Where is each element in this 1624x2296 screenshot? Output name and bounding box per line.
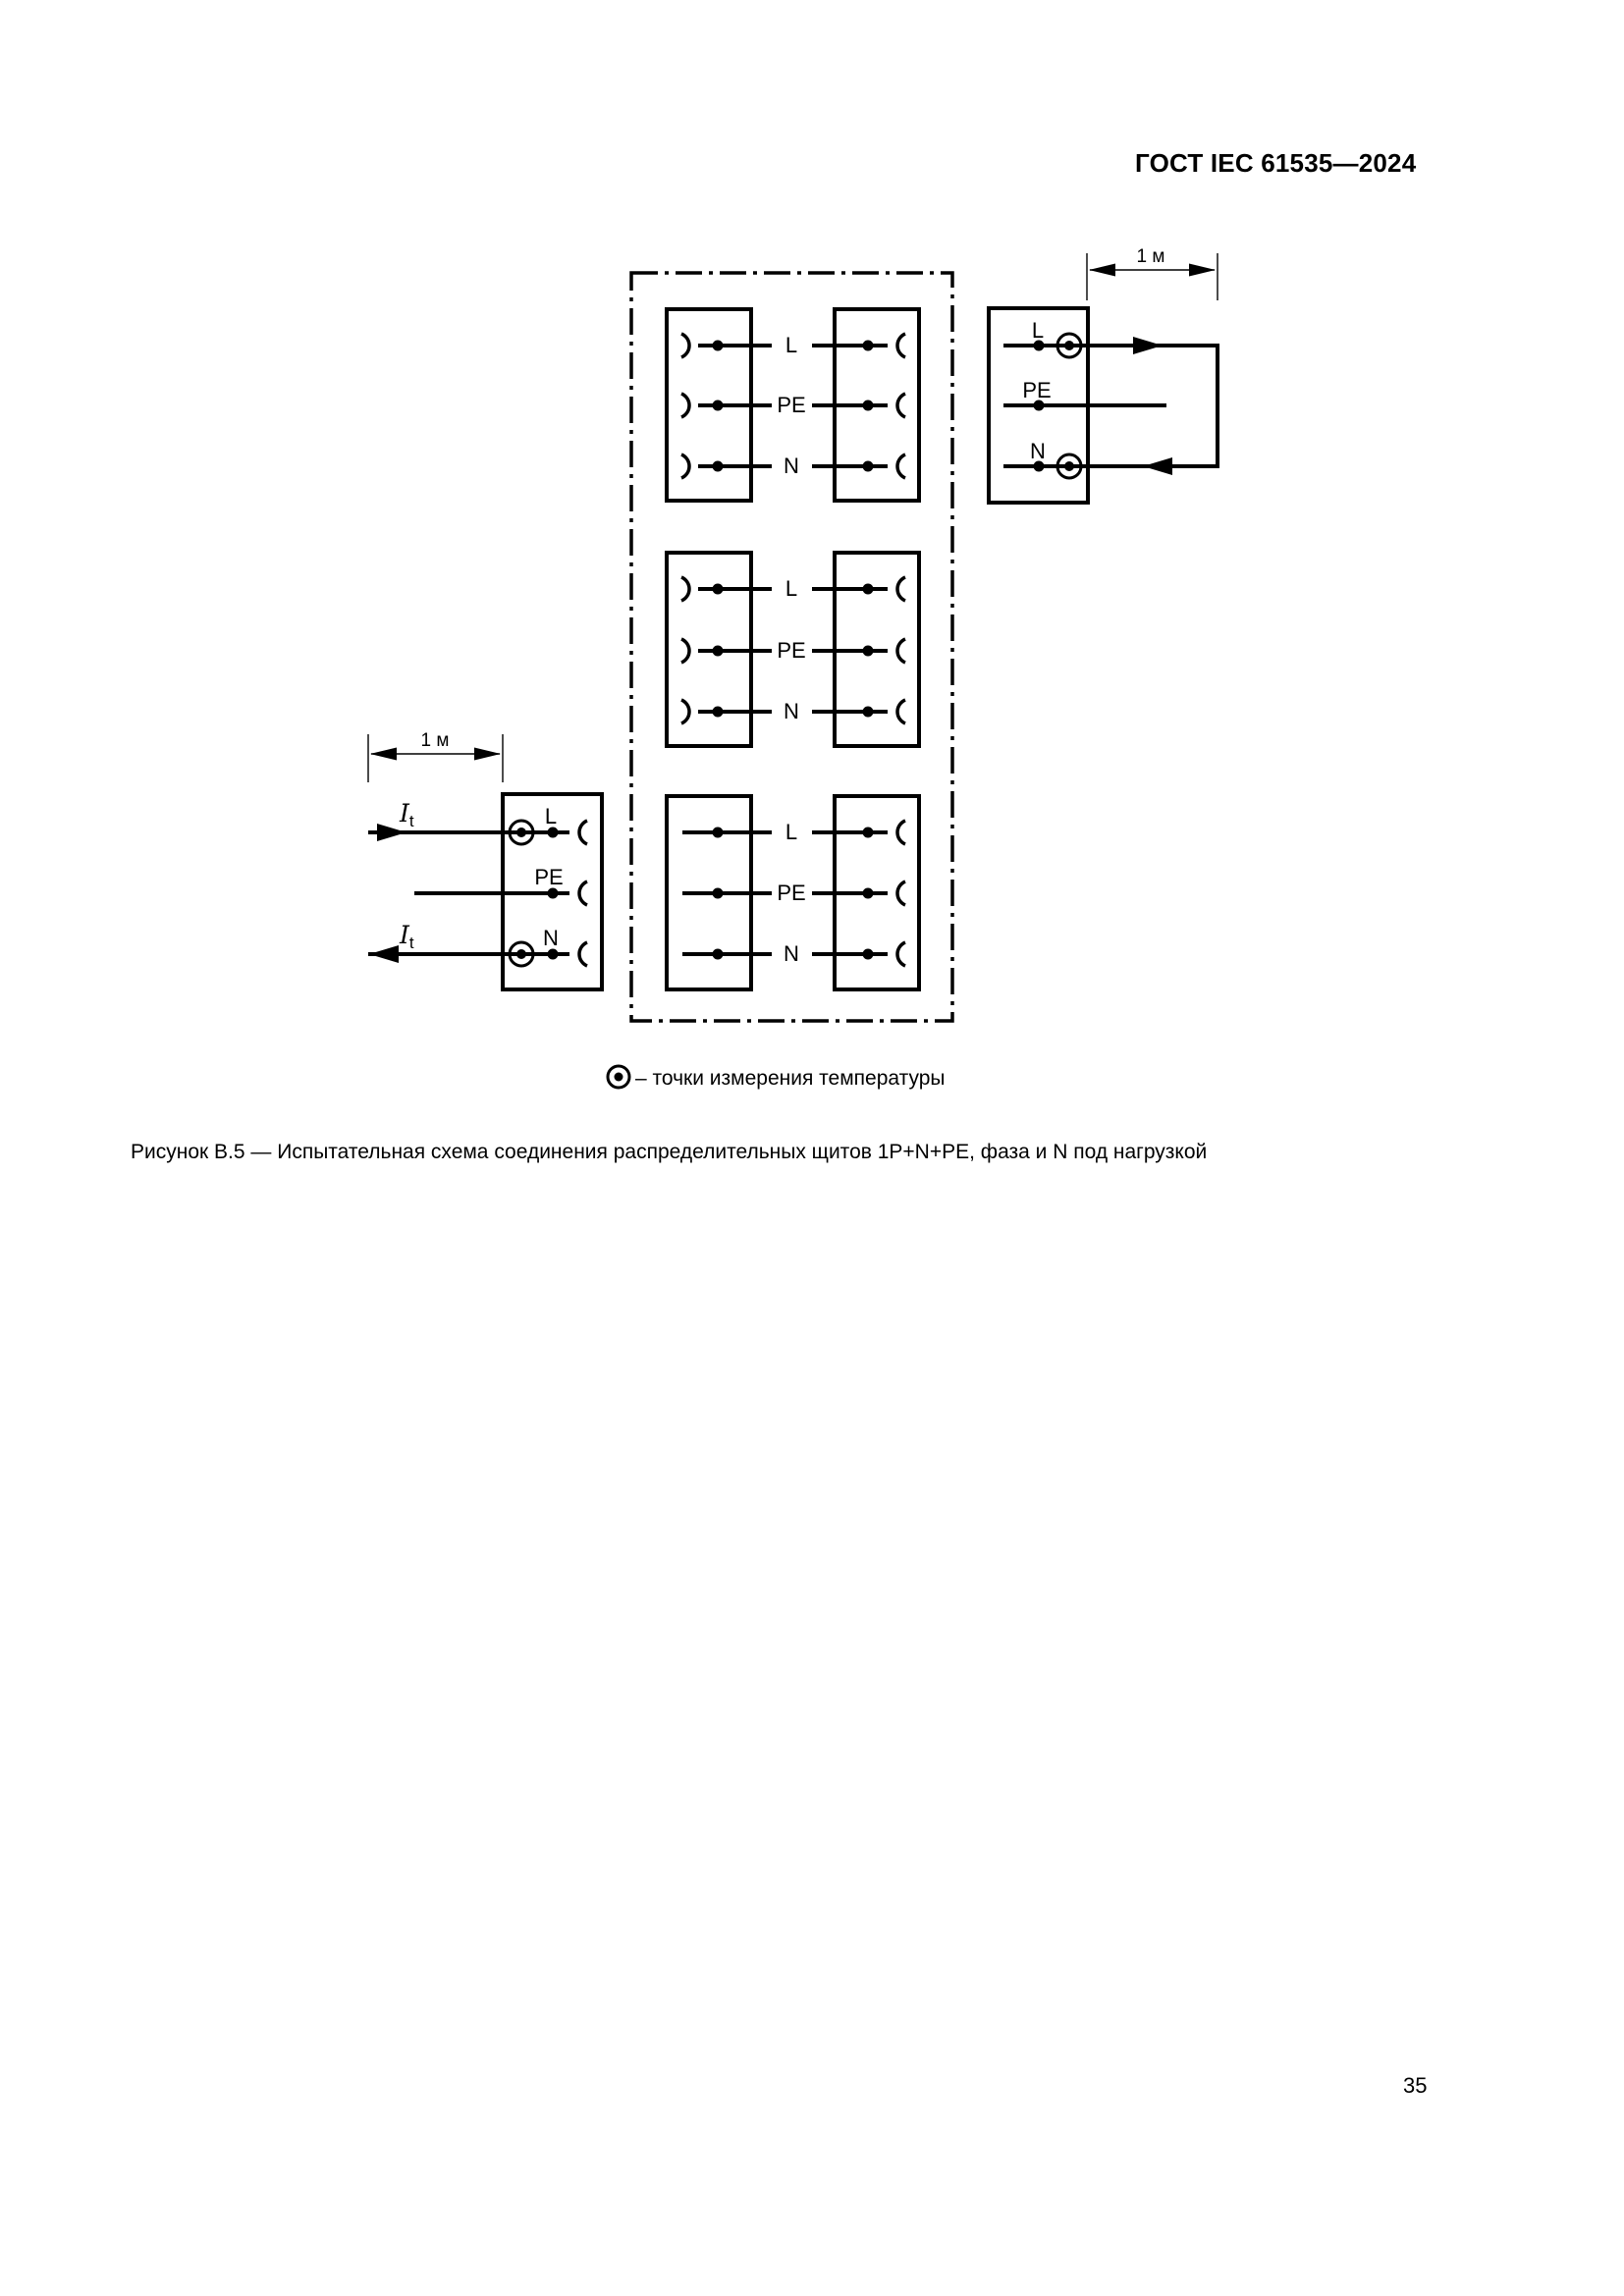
plug-contact-icon xyxy=(680,637,691,665)
figure-caption: Рисунок В.5 — Испытательная схема соедин… xyxy=(131,1141,1208,1163)
conductor-label-l: L xyxy=(545,804,557,828)
conductor-label-n: N xyxy=(1030,439,1046,463)
dimension-1m-left: 1 м xyxy=(367,730,504,782)
plug-contact-icon xyxy=(680,392,691,419)
measurement-point-dot xyxy=(516,828,526,837)
conductor-label-n: N xyxy=(784,454,799,478)
diagram-legend: – точки измерения температуры xyxy=(606,1064,946,1090)
plug-contact-icon xyxy=(680,332,691,359)
conductor-label-n: N xyxy=(543,926,559,950)
socket-contact-icon xyxy=(895,880,906,907)
measurement-point-dot xyxy=(1064,341,1074,350)
junction-dot xyxy=(712,948,724,960)
conductor-label-n: N xyxy=(784,941,799,966)
test-current-label: It xyxy=(399,799,414,830)
junction-dot xyxy=(712,340,724,351)
junction-dot xyxy=(862,460,874,472)
socket-contact-icon xyxy=(895,332,906,359)
junction-dot xyxy=(712,400,724,411)
junction-dot xyxy=(712,706,724,718)
page-number: 35 xyxy=(1403,2073,1428,2098)
dimension-arrow-icon xyxy=(474,747,501,761)
junction-dot xyxy=(712,645,724,657)
dimension-arrow-icon xyxy=(1189,263,1216,277)
junction-dot xyxy=(862,645,874,657)
enclosure-boundary xyxy=(629,271,954,1023)
socket-contact-icon xyxy=(895,819,906,846)
junction-dot xyxy=(862,706,874,718)
junction-dot xyxy=(712,827,724,838)
loop-arrow-in-icon xyxy=(1143,457,1172,475)
socket-contact-icon xyxy=(895,453,906,480)
junction-dot xyxy=(862,340,874,351)
board-pair-3: L PE N xyxy=(665,794,921,991)
junction-dot xyxy=(862,827,874,838)
junction-dot xyxy=(862,400,874,411)
junction-dot xyxy=(712,887,724,899)
plug-contact-icon xyxy=(680,453,691,480)
socket-contact-icon xyxy=(577,940,588,968)
dimension-label: 1 м xyxy=(421,730,450,751)
board-pair-2: L PE N xyxy=(665,551,921,748)
test-supply-box: 1 м It L PE It N xyxy=(367,730,604,991)
board-pair-1: L PE N xyxy=(665,307,921,503)
plug-contact-icon xyxy=(680,698,691,725)
measurement-point-dot xyxy=(1064,461,1074,471)
junction-dot xyxy=(547,827,559,838)
measurement-point-dot xyxy=(516,949,526,959)
conductor-label-l: L xyxy=(785,333,797,357)
junction-dot xyxy=(547,948,559,960)
junction-dot xyxy=(712,583,724,595)
conductor-label-l: L xyxy=(785,576,797,601)
temperature-measurement-point-icon xyxy=(1056,332,1083,359)
conductor-label-pe: PE xyxy=(777,881,805,905)
loop-arrow-out-icon xyxy=(1133,337,1163,354)
temperature-measurement-point-icon xyxy=(508,819,535,846)
conductor-label-l: L xyxy=(785,820,797,844)
junction-dot xyxy=(547,887,559,899)
junction-dot xyxy=(862,948,874,960)
socket-contact-icon xyxy=(577,880,588,907)
junction-dot xyxy=(862,583,874,595)
conductor-label-pe: PE xyxy=(777,393,805,417)
conductor-label-n: N xyxy=(784,699,799,723)
test-circuit-diagram: L PE N xyxy=(367,246,1219,1090)
temperature-measurement-point-icon xyxy=(508,940,535,968)
socket-contact-icon xyxy=(895,392,906,419)
socket-contact-icon xyxy=(895,637,906,665)
socket-contact-icon xyxy=(895,698,906,725)
current-out-arrow-icon xyxy=(369,945,399,963)
plug-contact-icon xyxy=(680,575,691,603)
junction-dot xyxy=(1033,340,1045,351)
header-title: ГОСТ IEC 61535—2024 xyxy=(1135,148,1417,178)
junction-dot xyxy=(1033,460,1045,472)
conductor-label-pe: PE xyxy=(534,865,563,889)
dimension-1m-right: 1 м xyxy=(1086,246,1218,300)
conductor-label-pe: PE xyxy=(1022,378,1051,402)
measurement-point-dot xyxy=(614,1072,623,1082)
dimension-arrow-icon xyxy=(370,747,397,761)
junction-dot xyxy=(1033,400,1045,411)
legend-text: – точки измерения температуры xyxy=(635,1067,946,1090)
current-in-arrow-icon xyxy=(377,824,406,841)
test-current-label: It xyxy=(399,921,414,952)
temperature-measurement-point-icon xyxy=(606,1064,631,1090)
dimension-label: 1 м xyxy=(1137,246,1165,267)
junction-dot xyxy=(712,460,724,472)
conductor-label-pe: PE xyxy=(777,638,805,663)
socket-contact-icon xyxy=(577,819,588,846)
temperature-measurement-point-icon xyxy=(1056,453,1083,480)
dimension-arrow-icon xyxy=(1089,263,1115,277)
junction-dot xyxy=(862,887,874,899)
return-loop-box: 1 м L PE N xyxy=(987,246,1219,505)
socket-contact-icon xyxy=(895,575,906,603)
socket-contact-icon xyxy=(895,940,906,968)
conductor-label-l: L xyxy=(1032,318,1044,343)
